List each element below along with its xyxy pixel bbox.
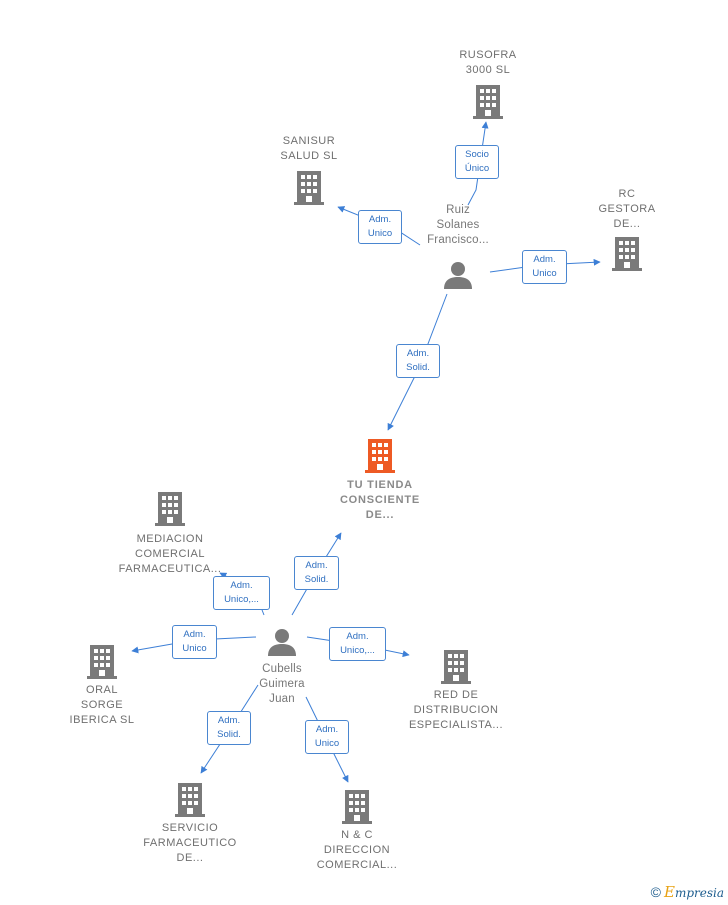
edge-badge-ruiz-main[interactable]: Adm. Solid. <box>396 344 440 378</box>
company-node-rc-gestora[interactable]: RC GESTORA DE... <box>577 187 677 271</box>
copyright-symbol: © <box>650 884 661 900</box>
company-node-nc[interactable]: N & C DIRECCION COMERCIAL... <box>297 790 417 873</box>
edge-badge-ruiz-rusofra[interactable]: Socio Único <box>455 145 499 179</box>
edge-badge-cubells-servicio[interactable]: Adm. Solid. <box>207 711 251 745</box>
company-label: ORAL SORGE IBERICA SL <box>69 684 135 726</box>
person-label: Ruiz Solanes Francisco... <box>427 204 489 246</box>
building-icon <box>155 492 185 526</box>
company-label: SANISUR SALUD SL <box>280 135 338 162</box>
brand-logo-initial: E <box>663 883 675 901</box>
building-icon <box>294 171 324 205</box>
company-node-oral[interactable]: ORAL SORGE IBERICA SL <box>52 645 152 728</box>
edge-ruiz-rusofra <box>467 121 489 206</box>
company-label: RC GESTORA DE... <box>598 188 656 230</box>
company-label: N & C DIRECCION COMERCIAL... <box>316 829 398 871</box>
company-node-sanisur[interactable]: SANISUR SALUD SL <box>259 134 359 205</box>
company-node-servicio[interactable]: SERVICIO FARMACEUTICO DE... <box>130 783 250 866</box>
edge-badge-cubells-nc[interactable]: Adm. Unico <box>305 720 349 754</box>
edge-badge-cubells-main[interactable]: Adm. Solid. <box>294 556 339 590</box>
person-icon <box>268 629 296 656</box>
company-label: TU TIENDA CONSCIENTE DE... <box>339 479 421 521</box>
footer-brand: ©Empresia <box>651 883 724 901</box>
person-node-cubells[interactable]: Cubells Guimera Juan <box>232 627 332 707</box>
building-icon <box>612 237 642 271</box>
building-icon <box>342 790 372 824</box>
edge-badge-cubells-oral[interactable]: Adm. Unico <box>172 625 217 659</box>
building-icon <box>87 645 117 679</box>
company-node-red[interactable]: RED DE DISTRIBUCION ESPECIALISTA... <box>396 650 516 733</box>
edge-badge-ruiz-sanisur[interactable]: Adm. Unico <box>358 210 402 244</box>
person-label: Cubells Guimera Juan <box>259 663 305 705</box>
company-label: RED DE DISTRIBUCION ESPECIALISTA... <box>408 689 504 731</box>
company-node-rusofra[interactable]: RUSOFRA 3000 SL <box>438 48 538 119</box>
company-node-mediacion[interactable]: MEDIACION COMERCIAL FARMACEUTICA... <box>105 492 235 577</box>
brand-logo-text: mpresia <box>674 886 724 900</box>
building-icon <box>365 439 395 473</box>
company-node-main[interactable]: TU TIENDA CONSCIENTE DE... <box>320 438 440 523</box>
company-label: RUSOFRA 3000 SL <box>459 49 517 76</box>
edge-badge-ruiz-rc[interactable]: Adm. Unico <box>522 250 567 284</box>
building-icon <box>175 783 205 817</box>
company-label: MEDIACION COMERCIAL FARMACEUTICA... <box>118 533 222 575</box>
building-icon <box>473 85 503 119</box>
person-node-ruiz[interactable]: Ruiz Solanes Francisco... <box>408 203 508 290</box>
building-icon <box>441 650 471 684</box>
person-icon <box>444 262 472 289</box>
edge-badge-cubells-red[interactable]: Adm. Unico,... <box>329 627 386 661</box>
company-label: SERVICIO FARMACEUTICO DE... <box>143 822 237 864</box>
edge-badge-cubells-mediacion[interactable]: Adm. Unico,... <box>213 576 270 610</box>
